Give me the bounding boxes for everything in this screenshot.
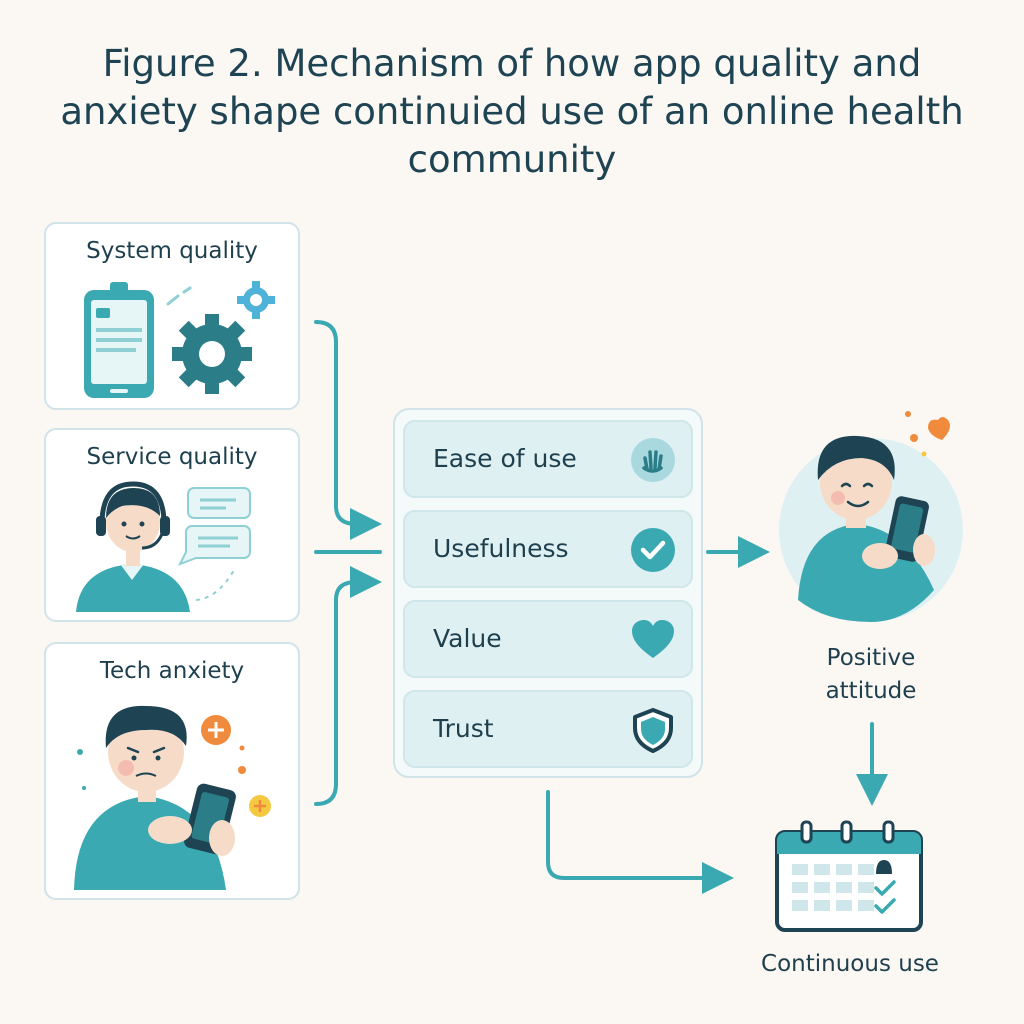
support-agent-illustration <box>76 481 251 612</box>
service-quality-card: Service quality <box>44 428 300 622</box>
mediators-panel: Ease of use Usefulness Value Trust <box>393 408 703 778</box>
arrow-system-to-mediators <box>314 320 382 540</box>
ease-of-use-label: Ease of use <box>433 444 577 473</box>
system-quality-label: System quality <box>86 238 258 264</box>
mediator-trust: Trust <box>403 690 693 768</box>
service-quality-label: Service quality <box>86 444 258 470</box>
system-illustration <box>84 281 275 398</box>
positive-attitude-label: Positive attitude <box>825 645 917 704</box>
calendar-icon <box>775 820 923 932</box>
figure-title: Figure 2. Mechanism of how app quality a… <box>60 42 964 181</box>
checkmark-icon <box>631 528 675 572</box>
system-quality-card: System quality <box>44 222 300 410</box>
arrow-anxiety-to-mediators <box>314 566 382 806</box>
shield-icon <box>633 708 673 753</box>
tech-anxiety-label: Tech anxiety <box>99 658 245 684</box>
heart-icon <box>632 620 674 658</box>
continuous-use-label: Continuous use <box>761 951 939 977</box>
happy-user-illustration <box>779 411 963 622</box>
value-label: Value <box>433 624 502 653</box>
tech-anxiety-card: Tech anxiety <box>44 642 300 900</box>
mediator-value: Value <box>403 600 693 678</box>
usefulness-label: Usefulness <box>433 534 569 563</box>
trust-label: Trust <box>433 714 494 743</box>
anxious-user-illustration <box>74 705 271 890</box>
mediator-usefulness: Usefulness <box>403 510 693 588</box>
hand-touch-icon <box>631 438 675 482</box>
mediator-ease-of-use: Ease of use <box>403 420 693 498</box>
arrow-mediators-to-continuous <box>546 790 734 894</box>
